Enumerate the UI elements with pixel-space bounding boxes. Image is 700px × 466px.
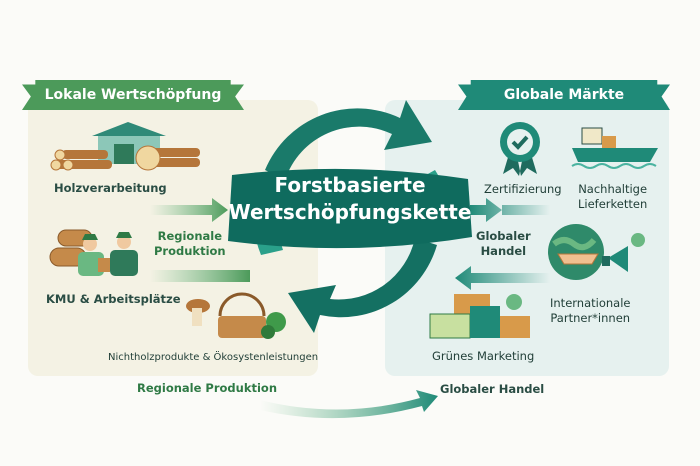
label-zertifizierung: Zertifizierung	[484, 182, 562, 196]
certification-badge-icon	[500, 122, 540, 176]
label-regionale-produktion: Regionale Produktion	[154, 229, 226, 259]
globe-handshake-megaphone-icon	[548, 224, 645, 280]
label-gruenes-marketing: Grünes Marketing	[432, 349, 535, 363]
center-title: Forstbasierte Wertschöpfungskette	[225, 172, 475, 226]
arrow-left-global	[455, 266, 550, 290]
arrow-label-line2: Handel	[480, 244, 527, 258]
local-banner: Lokale Wertschöpfung	[22, 80, 244, 110]
label-line1: Internationale	[550, 296, 631, 310]
basket-mushrooms-icon	[186, 292, 286, 339]
arrow-label-line2: Produktion	[154, 244, 226, 258]
cycle-arrow-bottom-icon	[288, 238, 437, 333]
arrow-band-local	[150, 270, 250, 282]
label-nachhaltige-lieferketten: Nachhaltige Lieferketten	[578, 182, 647, 212]
arrow-right-local	[150, 198, 228, 222]
label-holzverarbeitung: Holzverarbeitung	[54, 181, 167, 195]
workers-icon	[49, 229, 138, 276]
arrow-right-global	[470, 198, 550, 222]
center-title-line2: Wertschöpfungskette	[228, 200, 472, 224]
label-kmu: KMU & Arbeitsplätze	[46, 292, 181, 306]
label-nichtholzprodukte: Nichtholzprodukte & Ökosystenleistungen	[108, 352, 319, 363]
bottom-label-globaler-handel: Globaler Handel	[440, 382, 545, 396]
cargo-ship-icon	[571, 127, 658, 169]
label-internationale-partner: Internationale Partner*innen	[550, 296, 630, 326]
buildings-containers-icon	[429, 294, 530, 339]
label-globaler-handel: Globaler Handel	[476, 229, 531, 259]
center-band	[228, 168, 472, 249]
bottom-label-regionale-produktion: Regionale Produktion	[137, 381, 278, 395]
sawmill-logs-icon	[50, 122, 200, 171]
label-line1: Nachhaltige	[578, 182, 648, 196]
center-title-line1: Forstbasierte	[274, 173, 426, 197]
label-line2: Partner*innen	[550, 311, 631, 325]
label-line2: Lieferketten	[578, 197, 648, 211]
cycle-arrow-top-icon	[265, 100, 432, 180]
arrow-label-line1: Globaler	[476, 229, 531, 243]
arrow-label-line1: Regionale	[157, 229, 223, 243]
bottom-curved-arrow	[260, 390, 438, 419]
global-banner: Globale Märkte	[458, 80, 670, 110]
